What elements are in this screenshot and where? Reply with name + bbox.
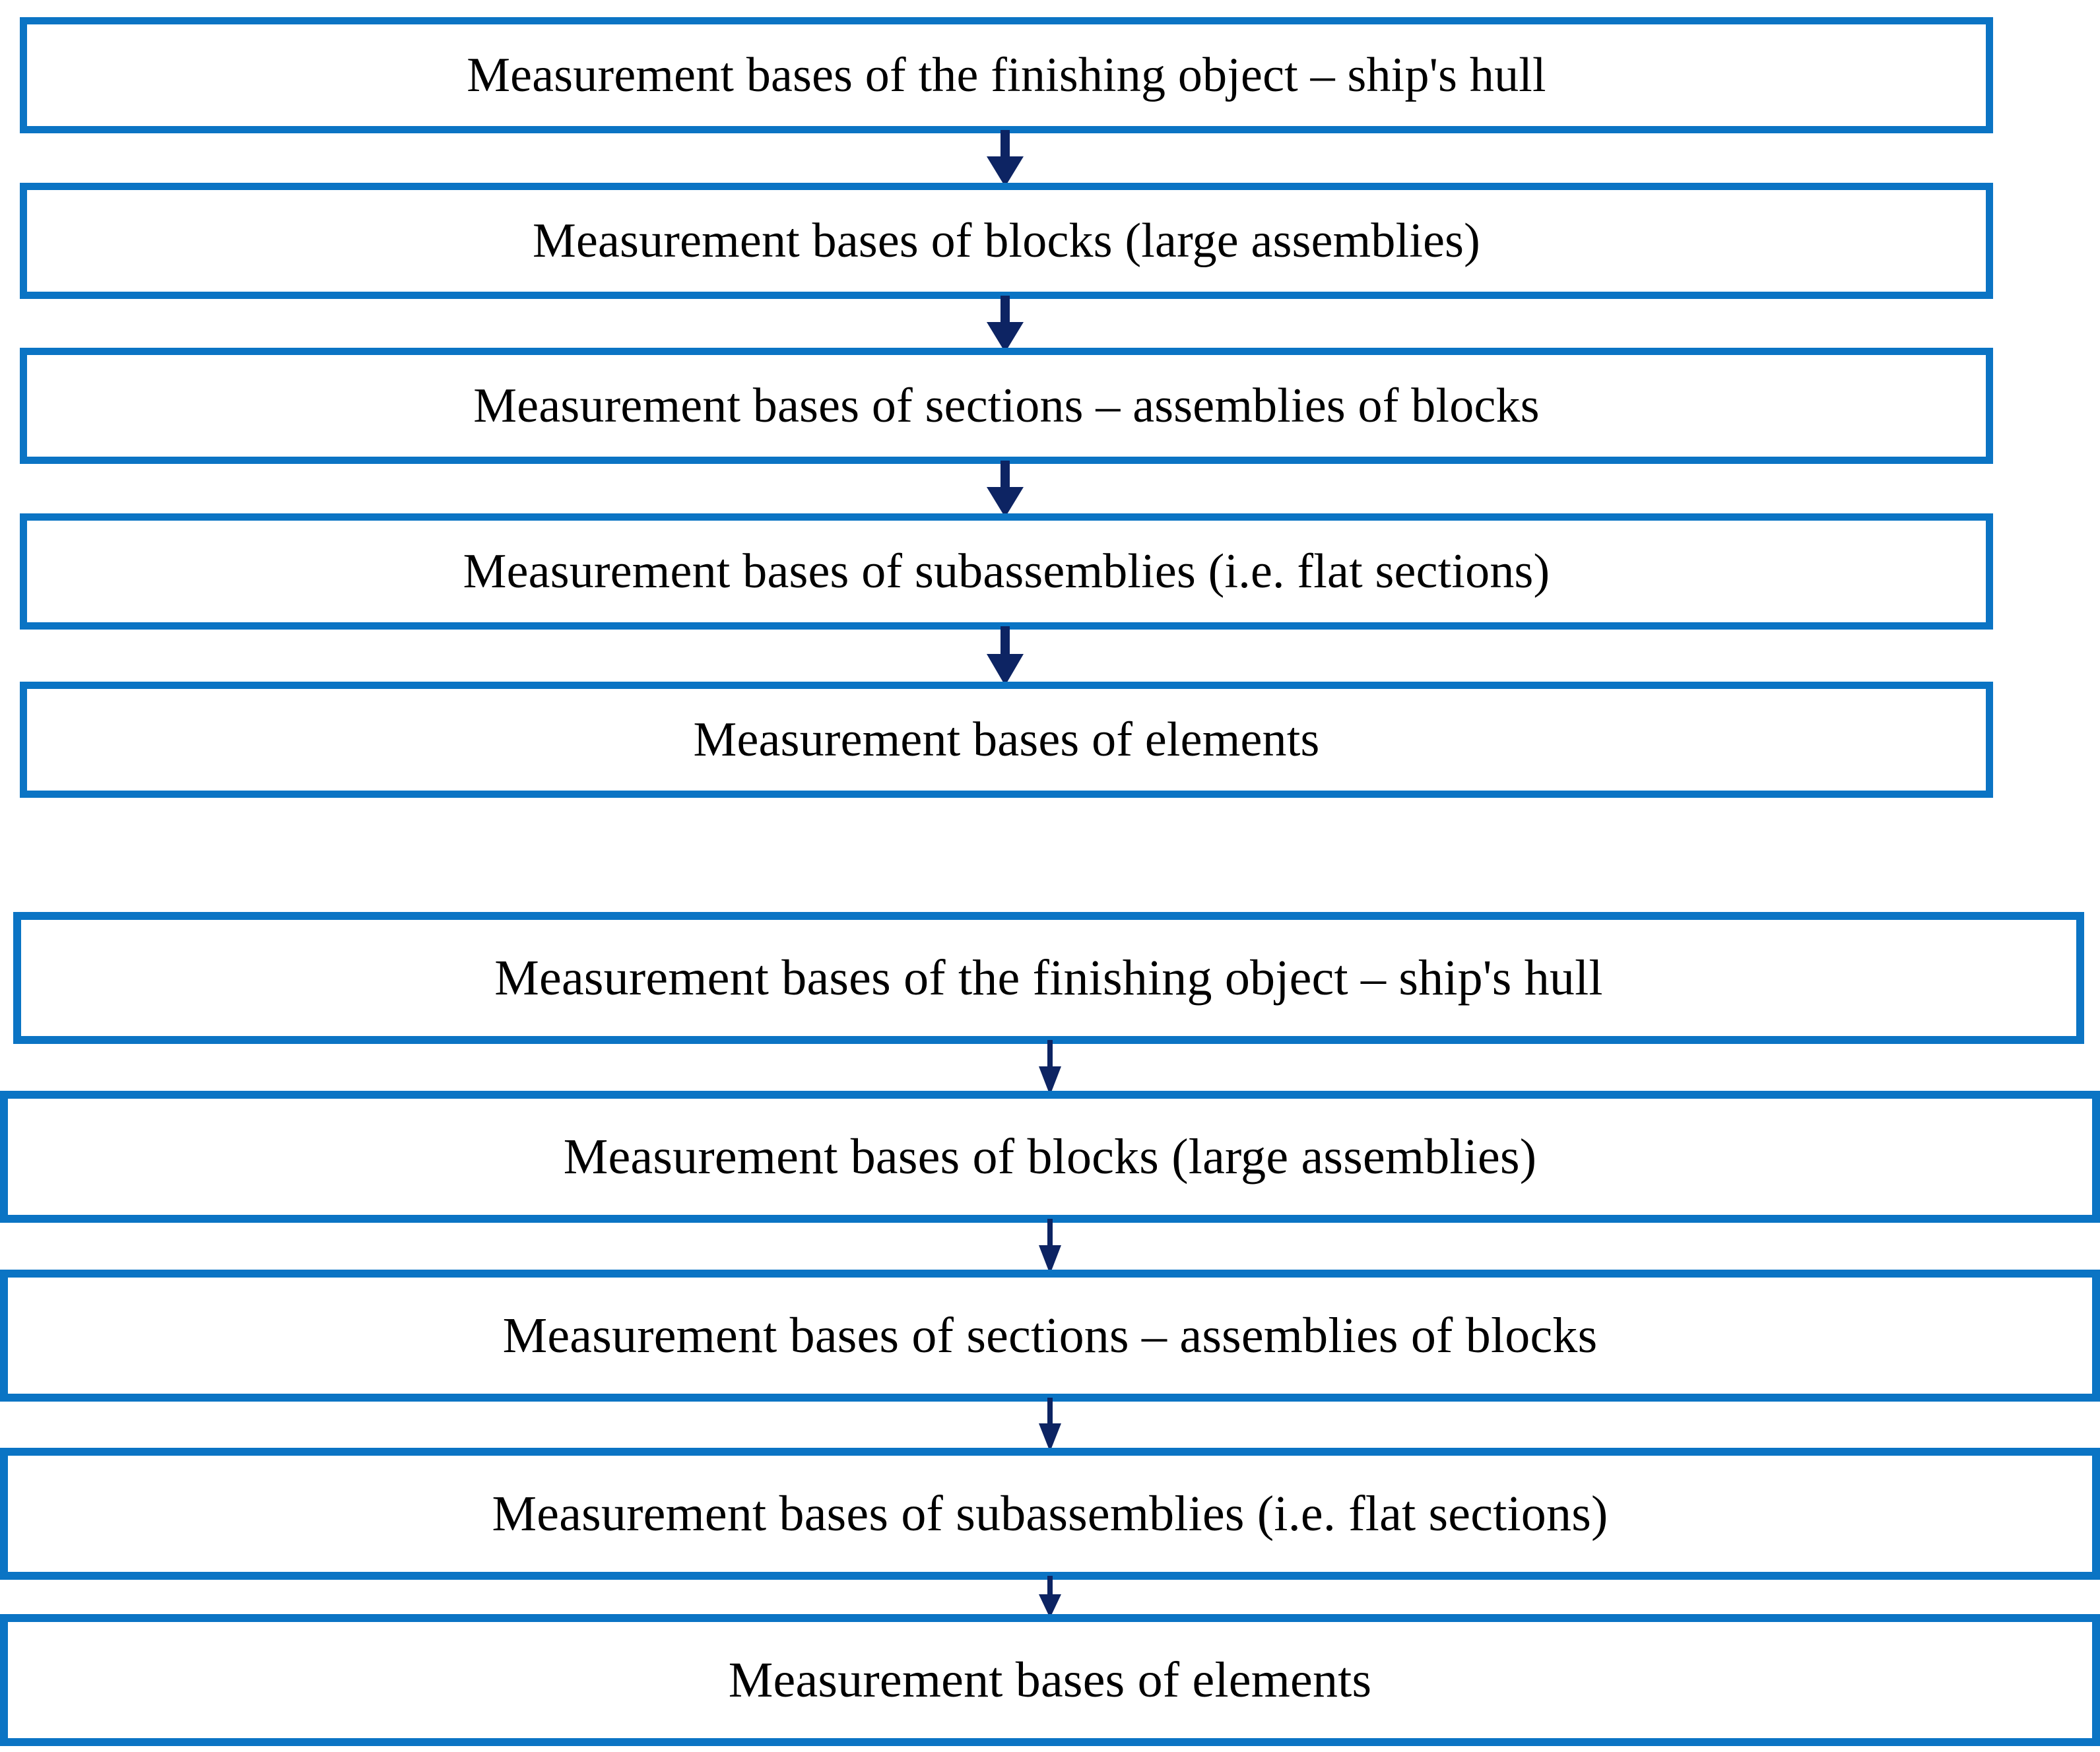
flow-box-finishing-object[interactable]: Measurement bases of the finishing objec… [20, 17, 1993, 133]
flow-box-label: Measurement bases of sections – assembli… [473, 379, 1540, 433]
flow-box-label: Measurement bases of subassemblies (i.e.… [492, 1486, 1608, 1541]
flow-box-blocks[interactable]: Measurement bases of blocks (large assem… [0, 1091, 2100, 1223]
flow-box-blocks[interactable]: Measurement bases of blocks (large assem… [20, 183, 1993, 299]
flow-box-label: Measurement bases of subassemblies (i.e.… [463, 544, 1550, 599]
flow-box-subassemblies[interactable]: Measurement bases of subassemblies (i.e.… [20, 513, 1993, 630]
flow-box-finishing-object[interactable]: Measurement bases of the finishing objec… [13, 912, 2084, 1044]
flow-box-label: Measurement bases of elements [693, 713, 1320, 767]
flow-box-sections[interactable]: Measurement bases of sections – assembli… [20, 348, 1993, 464]
arrow-down-icon [986, 130, 1024, 187]
arrow-down-icon [986, 296, 1024, 352]
arrow-down-icon [1036, 1576, 1064, 1618]
arrow-down-icon [1036, 1040, 1064, 1095]
flow-box-elements[interactable]: Measurement bases of elements [0, 1614, 2100, 1746]
flow-box-sections[interactable]: Measurement bases of sections – assembli… [0, 1270, 2100, 1402]
arrow-down-icon [1036, 1219, 1064, 1274]
arrow-down-icon [986, 461, 1024, 517]
flow-box-label: Measurement bases of the finishing objec… [494, 950, 1603, 1006]
flow-box-label: Measurement bases of elements [728, 1652, 1372, 1708]
flow-box-label: Measurement bases of sections – assembli… [502, 1308, 1598, 1363]
flow-box-elements[interactable]: Measurement bases of elements [20, 682, 1993, 798]
flow-box-subassemblies[interactable]: Measurement bases of subassemblies (i.e.… [0, 1448, 2100, 1580]
flow-box-label: Measurement bases of blocks (large assem… [563, 1129, 1537, 1184]
arrow-down-icon [986, 626, 1024, 686]
arrow-down-icon [1036, 1398, 1064, 1452]
flow-box-label: Measurement bases of the finishing objec… [467, 48, 1546, 102]
flow-box-label: Measurement bases of blocks (large assem… [532, 214, 1480, 268]
